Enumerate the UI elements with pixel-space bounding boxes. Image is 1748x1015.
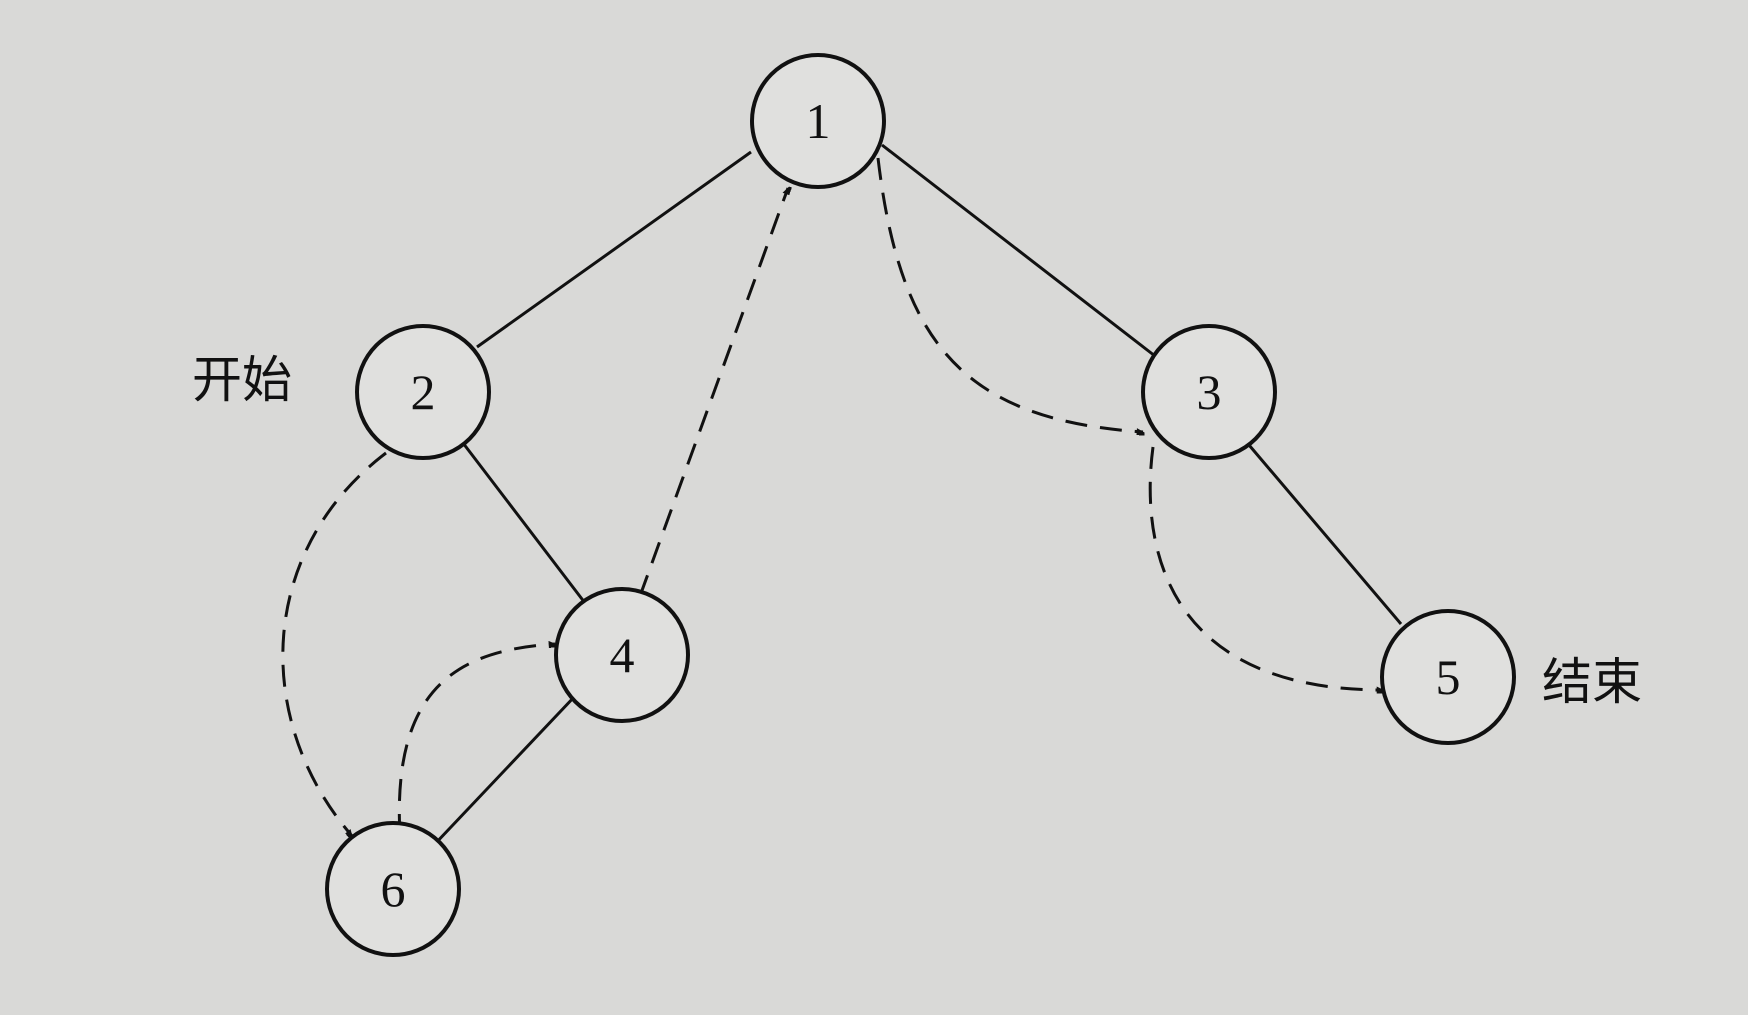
node-label: 6	[381, 861, 406, 917]
node-circle	[1141, 324, 1277, 460]
edge-2-4	[461, 442, 587, 604]
path-4-to-1	[638, 188, 788, 597]
node-circle	[1380, 609, 1516, 745]
node-label: 1	[806, 93, 831, 149]
path-2-to-6	[281, 451, 387, 836]
node-label: 3	[1197, 364, 1222, 420]
traversal-path	[281, 157, 1383, 837]
node-label: 5	[1436, 649, 1461, 705]
edge-1-2	[476, 150, 752, 349]
tree-node-6: 6	[325, 821, 461, 957]
tree-node-5: 5	[1380, 609, 1516, 745]
path-3-to-5	[1148, 446, 1383, 690]
node-circle	[750, 53, 886, 189]
edge-3-5	[1247, 444, 1403, 625]
node-label: 4	[610, 627, 635, 683]
edge-4-6	[431, 693, 578, 848]
node-label: 2	[411, 364, 436, 420]
edge-1-3	[881, 143, 1156, 358]
path-1-to-3	[876, 157, 1143, 432]
tree-edges	[431, 143, 1403, 848]
node-circle	[325, 821, 461, 957]
start-label: 开始	[192, 351, 292, 409]
node-circle	[355, 324, 491, 460]
tree-node-2: 2	[355, 324, 491, 460]
tree-node-3: 3	[1141, 324, 1277, 460]
tree-node-4: 4	[554, 587, 690, 723]
path-6-to-4	[397, 644, 555, 837]
end-label: 结束	[1542, 653, 1642, 711]
node-circle	[554, 587, 690, 723]
tree-node-1: 1	[750, 53, 886, 189]
